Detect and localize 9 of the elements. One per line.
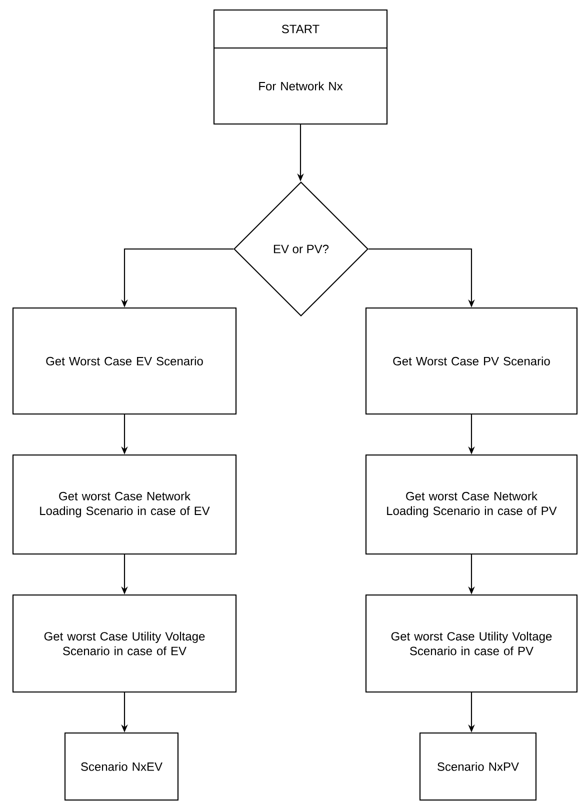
process-box: Get Worst Case EV Scenario (12, 307, 237, 415)
process-box: Scenario NxEV (64, 732, 179, 801)
process-box: Scenario NxPV (419, 732, 537, 801)
process-box: Get worst Case Network Loading Scenario in case of EV (12, 454, 237, 555)
process-box: Get worst Case Utility Voltage Scenario in case of PV (365, 594, 578, 693)
process-box: Get Worst Case PV Scenario (365, 307, 578, 415)
process-box: Get worst Case Utility Voltage Scenario in case of EV (12, 594, 237, 693)
start-box: START For Network Nx (213, 9, 388, 125)
process-box: Get worst Case Network Loading Scenario in case of PV (365, 454, 578, 555)
